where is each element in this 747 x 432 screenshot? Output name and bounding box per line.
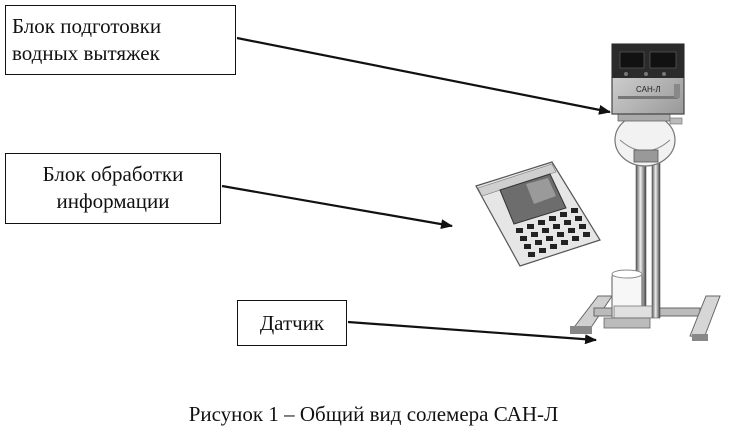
label-prep-unit-line-1: Блок подготовки xyxy=(12,14,162,38)
arrow-processing-unit xyxy=(221,184,453,230)
water-extract-prep-unit: САН-Л xyxy=(611,43,685,115)
label-sensor-text: Датчик xyxy=(259,311,325,335)
label-processing-unit-line-2: информации xyxy=(56,189,170,213)
arrow-sensor xyxy=(347,320,597,345)
label-sensor: Датчик xyxy=(237,300,347,346)
label-processing-unit-line-1: Блок обработки xyxy=(42,162,184,186)
arrow-prep-unit xyxy=(236,36,611,115)
information-processing-unit xyxy=(475,161,601,267)
device-model-label: САН-Л xyxy=(636,85,661,94)
glass-vessel xyxy=(614,113,683,167)
keypad xyxy=(516,208,590,257)
label-prep-unit-line-2: водных вытяжек xyxy=(12,41,160,65)
sensor-cup xyxy=(603,269,653,329)
figure-caption: Рисунок 1 – Общий вид солемера САН-Л xyxy=(188,402,559,426)
label-processing-unit: Блок обработки информации xyxy=(5,153,221,224)
label-prep-unit: Блок подготовки водных вытяжек xyxy=(5,5,236,75)
